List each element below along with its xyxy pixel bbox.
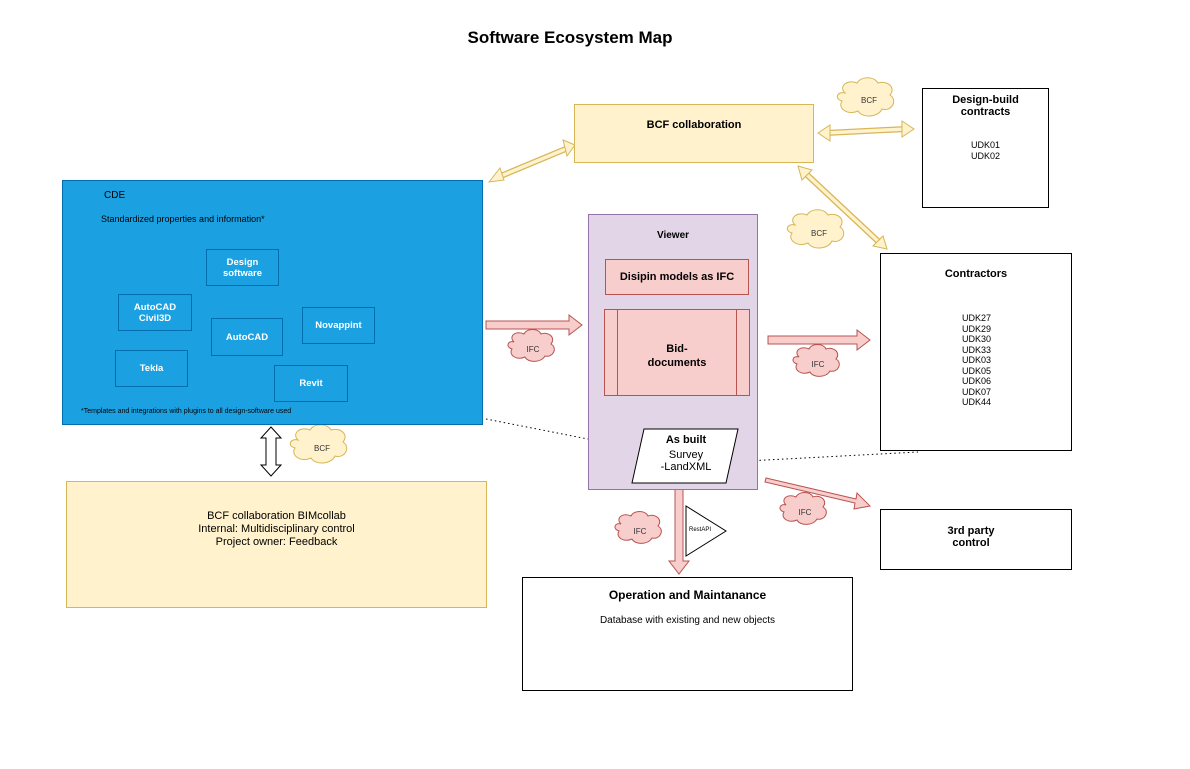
as-built-line2: -LandXML [660,461,712,473]
software-autocad-civil3d[interactable]: AutoCAD Civil3D [118,294,192,331]
bid-documents-label: Bid- documents [647,343,707,369]
third-party-box[interactable]: 3rd party control [880,509,1072,570]
list-item: UDK33 [962,344,992,355]
ifc-arrow-viewer-to-contractors [767,328,871,352]
list-item: UDK03 [962,355,992,365]
software-tekla[interactable]: Tekla [115,350,188,387]
ifc-arrow-viewer-to-operation [667,483,691,575]
cde-title: CDE [104,190,126,201]
list-item: UDK02 [970,150,1000,161]
contractors-title: Contractors [944,268,1008,280]
ifc-arrow-viewer-to-third-party [764,477,872,510]
ifc-arrow-cde-to-viewer [485,313,583,337]
cde-subtitle: Standardized properties and information* [101,214,265,224]
list-item: UDK44 [962,397,992,407]
bid-documents-divider-left [617,310,618,395]
as-built-shape[interactable] [630,428,740,484]
operation-subtitle: Database with existing and new objects [599,615,776,626]
diagram-title: Software Ecosystem Map [467,28,673,47]
ifc-models-box[interactable]: Disipin models as IFC [605,259,749,295]
viewer-title: Viewer [656,230,690,241]
contractors-box[interactable]: Contractors UDK27 UDK29 UDK30 UDK33 UDK0… [880,253,1072,451]
bimcollab-line3: Project owner: Feedback [215,536,338,548]
design-build-title: Design-build contracts [952,94,1019,118]
list-item: UDK27 [962,313,992,323]
bimcollab-line1: BCF collaboration BIMcollab [207,510,346,522]
cloud-label-ifc-op: IFC [633,527,647,536]
rest-api-label: RestAPI [689,527,712,533]
software-novappint[interactable]: Novappint [302,307,375,344]
cloud-label-bcf-top: BCF [861,96,877,105]
list-item: UDK05 [962,365,992,376]
cloud-label-bcf-mid: BCF [811,229,827,238]
list-item: UDK30 [962,334,992,344]
list-item: UDK06 [962,376,992,386]
software-design[interactable]: Design software [206,249,279,286]
cloud-label-ifc-contractors: IFC [811,360,825,369]
cloud-label-ifc-third: IFC [798,508,812,517]
bimcollab-box[interactable]: BCF collaboration BIMcollab Internal: Mu… [66,481,487,608]
as-built-line1: Survey [668,449,704,461]
bid-documents-divider-right [736,310,737,395]
bcf-arrow-bcf-to-designbuild [817,120,915,142]
cloud-label-ifc-cde: IFC [526,345,540,354]
design-build-list: UDK01 UDK02 [923,140,1048,161]
list-item: UDK29 [962,323,992,334]
cloud-label-bcf-cde: BCF [314,444,330,453]
as-built-text: As built Survey -LandXML [640,434,732,473]
list-item: UDK07 [962,386,992,397]
as-built-title: As built [665,434,707,446]
operation-title: Operation and Maintanance [608,588,767,602]
cde-footnote: *Templates and integrations with plugins… [81,408,292,415]
bcf-arrow-cde-to-bimcollab [259,426,283,477]
third-party-title: 3rd party control [947,525,995,549]
list-item: UDK01 [970,140,1000,150]
bcf-collaboration-title: BCF collaboration [646,119,742,131]
operation-box[interactable]: Operation and Maintanance Database with … [522,577,853,691]
bid-documents-box[interactable]: Bid- documents [604,309,750,396]
software-autocad[interactable]: AutoCAD [211,318,283,356]
bcf-collaboration-box[interactable]: BCF collaboration [574,104,814,163]
contractors-list: UDK27 UDK29 UDK30 UDK33 UDK03 UDK05 UDK0… [962,313,991,408]
software-revit[interactable]: Revit [274,365,348,402]
design-build-box[interactable]: Design-build contracts UDK01 UDK02 [922,88,1049,208]
bimcollab-line2: Internal: Multidisciplinary control [198,523,355,535]
bcf-arrow-cde-to-bcf [487,139,576,183]
